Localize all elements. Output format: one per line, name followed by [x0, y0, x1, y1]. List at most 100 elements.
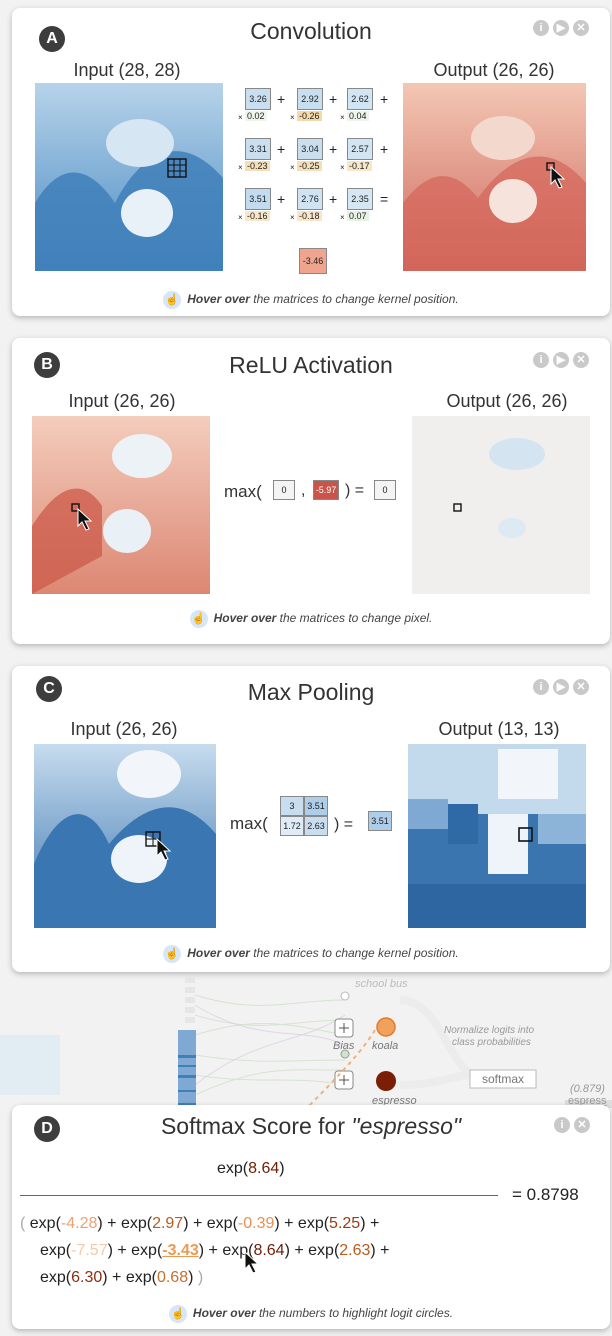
plus-symbol: + — [277, 141, 286, 157]
panel-a-hint: ☝Hover over the matrices to change kerne… — [12, 291, 610, 309]
pool-cell: 2.63 — [304, 816, 328, 836]
input-value-cell: 3.04 — [297, 138, 323, 160]
close-equals-symbol: ) = — [334, 816, 354, 833]
softmax-button[interactable]: softmax — [481, 1072, 524, 1086]
denominator-line-1: ( exp(-4.28) + exp(2.97) + exp(-0.39) + … — [20, 1215, 380, 1232]
panel-b-hint: ☝Hover over the matrices to change pixel… — [12, 610, 610, 628]
input-value-cell: 3.31 — [245, 138, 271, 160]
highlighted-logit-value[interactable]: -3.43 — [162, 1242, 199, 1259]
output-label: Output (26, 26) — [433, 60, 555, 80]
panel-a-badge: A — [39, 26, 65, 52]
input-value-cell: 2.92 — [297, 88, 323, 110]
pool-cell: 3 — [280, 796, 304, 816]
pointer-cursor-icon — [156, 838, 172, 861]
logit-value[interactable]: -4.28 — [60, 1215, 98, 1232]
input-matrix[interactable] — [35, 83, 223, 271]
plus-symbol: + — [277, 191, 286, 207]
output-matrix[interactable] — [412, 416, 590, 594]
logit-value[interactable]: 0.68 — [156, 1269, 189, 1286]
kernel-weight: -0.26 — [297, 111, 322, 121]
hand-pointer-icon: ☝ — [163, 291, 182, 309]
info-icon[interactable]: i — [533, 679, 549, 695]
probability-label: (0.879) — [570, 1083, 605, 1095]
input-matrix[interactable] — [34, 744, 216, 928]
pool-cell: 1.72 — [280, 816, 304, 836]
panel-d-hint: ☝Hover over the numbers to highlight log… — [12, 1305, 610, 1323]
hand-pointer-icon: ☝ — [189, 610, 208, 628]
panel-a-title: Convolution — [250, 18, 372, 44]
close-icon[interactable]: ✕ — [574, 1117, 590, 1133]
panel-c-hint: ☝Hover over the matrices to change kerne… — [12, 945, 610, 963]
close-icon[interactable]: ✕ — [573, 679, 589, 695]
max-pooling-panel: C Max Pooling i ▶ ✕ Input (26, 26) Outpu… — [12, 666, 610, 972]
overview-connections — [0, 977, 612, 1130]
pool-cell: 3.51 — [304, 796, 328, 816]
softmax-numerator: exp(8.64) — [217, 1160, 285, 1177]
output-label: Output (13, 13) — [438, 719, 560, 739]
logit-value[interactable]: -0.39 — [237, 1215, 275, 1232]
input-label: Input (26, 26) — [70, 719, 178, 739]
kernel-weight: -0.17 — [347, 161, 372, 171]
times-symbol: × — [340, 213, 345, 222]
output-label: Output (26, 26) — [446, 391, 568, 411]
logit-value[interactable]: 2.97 — [152, 1215, 184, 1232]
plus-symbol: + — [277, 91, 286, 107]
panel-d-badge: D — [34, 1116, 60, 1142]
input-value-cell: 2.57 — [347, 138, 373, 160]
denominator-line-2: exp(-7.57) + exp(-3.43) + exp(8.64) + ex… — [40, 1242, 390, 1259]
denominator-line-3: exp(6.30) + exp(0.68) ) — [40, 1269, 204, 1286]
hand-pointer-icon: ☝ — [168, 1305, 187, 1323]
panel-c-title: Max Pooling — [247, 679, 375, 705]
times-symbol: × — [290, 163, 295, 172]
max-function: max( — [230, 814, 268, 833]
input-value-cell: 2.35 — [347, 188, 373, 210]
output-matrix[interactable] — [408, 744, 586, 928]
play-icon[interactable]: ▶ — [553, 679, 569, 695]
plus-symbol: + — [329, 91, 338, 107]
softmax-panel: D Softmax Score for "espresso" i ✕ exp(8… — [12, 1105, 610, 1329]
logit-value[interactable]: 5.25 — [329, 1215, 361, 1232]
times-symbol: × — [340, 163, 345, 172]
network-overview: school bus Bias koala espresso Normalize… — [0, 975, 612, 1130]
info-icon[interactable]: i — [533, 352, 549, 368]
play-icon[interactable]: ▶ — [553, 20, 569, 36]
hand-pointer-icon: ☝ — [163, 945, 182, 963]
close-icon[interactable]: ✕ — [573, 20, 589, 36]
comma-symbol: , — [301, 482, 306, 499]
school-bus-label: school bus — [355, 978, 408, 990]
input-matrix[interactable] — [32, 416, 210, 594]
output-matrix[interactable] — [403, 83, 586, 271]
times-symbol: × — [290, 113, 295, 122]
logit-value[interactable]: -7.57 — [71, 1242, 108, 1259]
input-label: Input (26, 26) — [68, 391, 176, 411]
plus-symbol: + — [380, 141, 389, 157]
zero-cell: 0 — [273, 480, 295, 500]
fraction-line — [20, 1195, 498, 1196]
close-icon[interactable]: ✕ — [573, 352, 589, 368]
info-icon[interactable]: i — [533, 20, 549, 36]
times-symbol: × — [290, 213, 295, 222]
logit-value[interactable]: 2.63 — [339, 1242, 371, 1259]
numerator-value[interactable]: 8.64 — [248, 1160, 280, 1177]
bias-label: Bias — [333, 1040, 355, 1052]
normalize-text-2: class probabilities — [452, 1037, 531, 1048]
times-symbol: × — [340, 113, 345, 122]
pooling-result-cell: 3.51 — [368, 811, 392, 831]
kernel-weight: -0.25 — [297, 161, 322, 171]
plus-symbol: + — [380, 91, 389, 107]
input-label: Input (28, 28) — [73, 60, 181, 80]
kernel-weight: 0.04 — [347, 111, 369, 121]
normalize-text-1: Normalize logits into — [444, 1025, 535, 1036]
play-icon[interactable]: ▶ — [553, 352, 569, 368]
logit-value[interactable]: 6.30 — [71, 1269, 103, 1286]
convolution-panel: A Convolution i ▶ ✕ Input (28, 28) Outpu… — [12, 8, 610, 316]
panel-b-title: ReLU Activation — [229, 352, 393, 378]
plus-symbol: + — [329, 141, 338, 157]
pointer-cursor-icon — [77, 508, 93, 531]
info-icon[interactable]: i — [554, 1117, 570, 1133]
kernel-weight: 0.02 — [245, 111, 267, 121]
kernel-weight: -0.16 — [245, 211, 270, 221]
panel-d-title: Softmax Score for "espresso" — [160, 1113, 462, 1139]
input-value-cell: 2.62 — [347, 88, 373, 110]
logit-value[interactable]: 8.64 — [253, 1242, 285, 1259]
